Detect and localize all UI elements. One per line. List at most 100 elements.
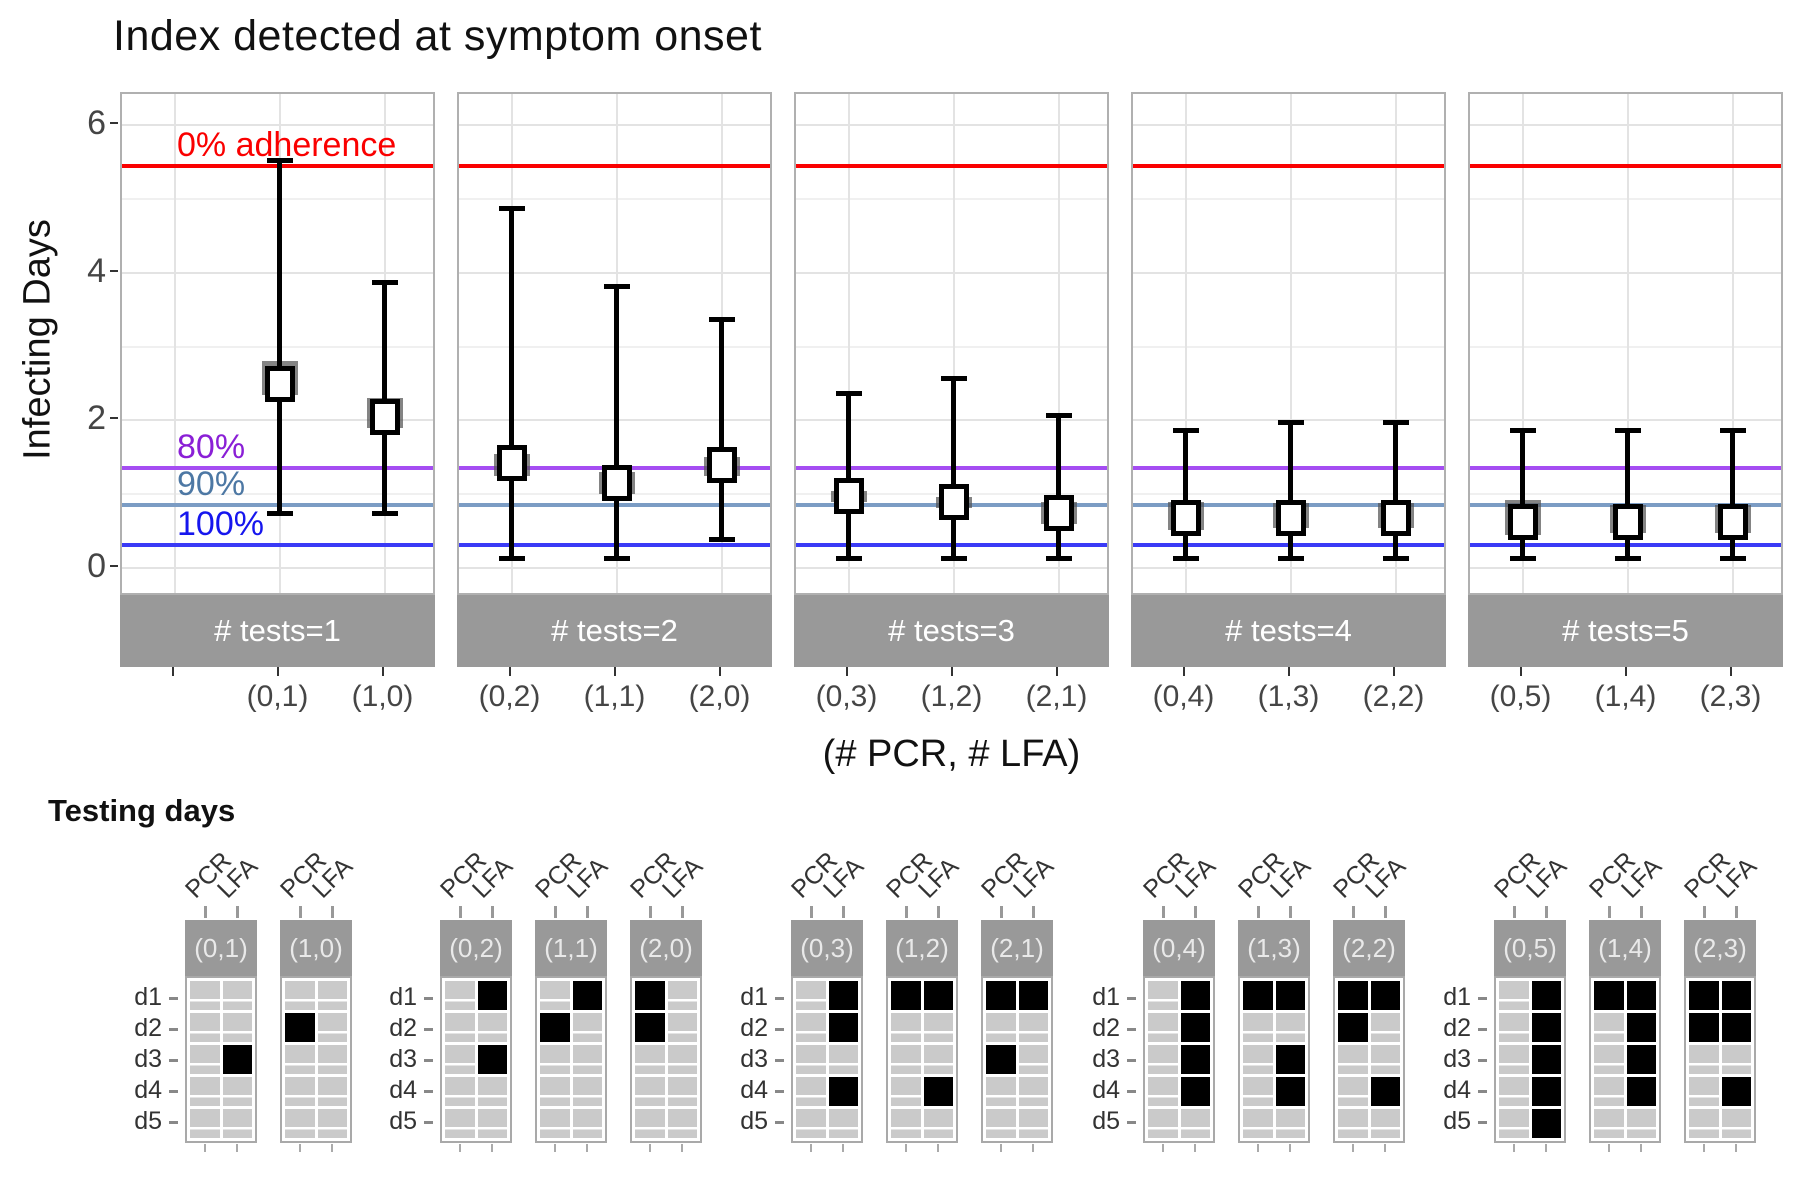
panel-tests-3 [794, 92, 1109, 595]
cell-pcr-d1-tested [1594, 981, 1624, 1010]
cell-lfa-d3-tested [477, 1045, 507, 1074]
cell-lfa-d4 [477, 1077, 507, 1106]
cell-lfa-d1-tested [828, 981, 858, 1010]
whisker [719, 317, 724, 543]
cell-pcr-d5 [540, 1109, 570, 1138]
gridline-major [122, 124, 433, 127]
testing-row-label: d4 [389, 1075, 417, 1104]
cell-lfa-d2 [1370, 1013, 1400, 1042]
testing-row-tick [775, 1027, 784, 1031]
whisker-cap-bottom [1277, 555, 1304, 561]
cell-pcr-d1 [190, 981, 220, 1010]
cell-pcr-d1 [445, 981, 475, 1010]
testing-column-tick [649, 906, 652, 918]
testing-bottom-tick [331, 1144, 333, 1152]
testing-bottom-tick [299, 1144, 301, 1152]
cell-pcr-d4 [1594, 1077, 1624, 1106]
testing-row-label: d5 [134, 1106, 162, 1135]
cell-pcr-d4 [1499, 1077, 1529, 1106]
cell-pcr-d3 [1338, 1045, 1368, 1074]
testing-column-tick [1735, 906, 1738, 918]
whisker-cap-bottom [708, 537, 735, 543]
cell-pcr-d5 [1499, 1109, 1529, 1138]
whisker-cap-top [498, 206, 525, 212]
cell-pcr-d2 [1148, 1013, 1178, 1042]
cell-lfa-d1 [317, 981, 347, 1010]
cell-lfa-d1-tested [1180, 981, 1210, 1010]
gridline-minor [796, 197, 1107, 200]
testing-bottom-tick [1513, 1144, 1515, 1152]
x-category-label: (2,1) [1025, 680, 1088, 713]
cell-lfa-d3 [317, 1045, 347, 1074]
cell-pcr-d3 [285, 1045, 315, 1074]
gridline-minor [1470, 345, 1781, 348]
testing-row-label: d1 [740, 982, 768, 1011]
testing-row-label: d3 [1443, 1044, 1471, 1073]
cell-lfa-d2 [1018, 1013, 1048, 1042]
testing-row-label: d4 [1443, 1075, 1471, 1104]
cell-pcr-d5 [445, 1109, 475, 1138]
cell-pcr-d3 [190, 1045, 220, 1074]
reference-label: 100% [177, 504, 264, 543]
x-axis-tick [1182, 667, 1185, 676]
gridline-vertical [174, 94, 176, 593]
cell-lfa-d5 [1626, 1109, 1656, 1138]
testing-grid-body [1238, 976, 1310, 1143]
testing-column-tick [905, 906, 908, 918]
x-axis-tick [171, 667, 174, 676]
cell-pcr-d1-tested [891, 981, 921, 1010]
cell-lfa-d3-tested [222, 1045, 252, 1074]
testing-grid-strip: (0,1) [185, 920, 257, 976]
reference-label: 0% adherence [177, 125, 397, 164]
testing-bottom-tick [1735, 1144, 1737, 1152]
testing-row-tick [1478, 1058, 1487, 1062]
x-category-label: (1,4) [1594, 680, 1657, 713]
testing-row-label: d5 [389, 1106, 417, 1135]
testing-row-tick [424, 1027, 433, 1031]
cell-pcr-d2-tested [1338, 1013, 1368, 1042]
x-category-label: (1,1) [583, 680, 646, 713]
testing-row-label: d1 [389, 982, 417, 1011]
x-category-label: (1,2) [920, 680, 983, 713]
whisker [1056, 413, 1061, 561]
cell-pcr-d4 [986, 1077, 1016, 1106]
gridline-vertical [1522, 94, 1524, 593]
testing-row-tick [1127, 1058, 1136, 1062]
gridline-major [122, 567, 433, 570]
testing-grid-strip: (2,2) [1333, 920, 1405, 976]
testing-bottom-tick [1545, 1144, 1547, 1152]
x-axis-tick [950, 667, 953, 676]
x-axis-tick [1729, 667, 1732, 676]
testing-column-tick [459, 906, 462, 918]
gridline-vertical [848, 94, 850, 593]
facet-strip: # tests=2 [457, 595, 772, 667]
whisker-cap-bottom [1382, 555, 1409, 561]
testing-column-tick [1194, 906, 1197, 918]
x-category-label: (0,5) [1489, 680, 1552, 713]
testing-column-tick [1289, 906, 1292, 918]
testing-row-tick [775, 1058, 784, 1062]
median-marker [1717, 504, 1748, 541]
testing-column-tick [1513, 906, 1516, 918]
y-axis-tick [110, 417, 118, 420]
cell-lfa-d1-tested [1370, 981, 1400, 1010]
cell-pcr-d2 [1499, 1013, 1529, 1042]
testing-column-tick [1384, 906, 1387, 918]
median-marker [264, 365, 295, 402]
whisker-cap-top [835, 390, 862, 396]
cell-pcr-d5 [891, 1109, 921, 1138]
gridline-vertical [953, 94, 955, 593]
testing-row-tick [1127, 1089, 1136, 1093]
cell-pcr-d2-tested [635, 1013, 665, 1042]
cell-pcr-d5 [1338, 1109, 1368, 1138]
cell-pcr-d3 [1499, 1045, 1529, 1074]
testing-grid-strip: (0,4) [1143, 920, 1215, 976]
cell-pcr-d4 [1243, 1077, 1273, 1106]
cell-lfa-d2-tested [828, 1013, 858, 1042]
testing-column-tick [1703, 906, 1706, 918]
testing-grid-strip: (2,3) [1684, 920, 1756, 976]
testing-row-tick [1478, 1027, 1487, 1031]
x-axis-tick [1392, 667, 1395, 676]
gridline-vertical [1290, 94, 1292, 593]
